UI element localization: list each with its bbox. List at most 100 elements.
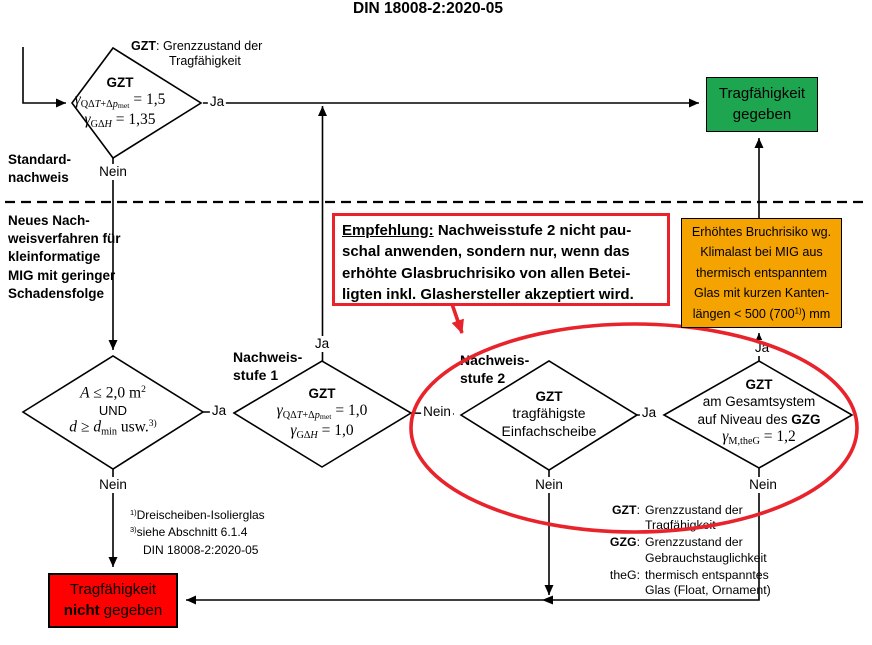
token: Empfehlung: bbox=[342, 222, 434, 239]
token: Tragfähigkeit bbox=[169, 54, 241, 68]
token: A bbox=[80, 384, 90, 402]
token: γ bbox=[290, 422, 297, 440]
token: met bbox=[117, 101, 130, 111]
standard-nachweis-label: Standard- nachweis bbox=[8, 152, 72, 186]
token: 3) bbox=[130, 525, 137, 535]
token: Nachweisstufe 2 nicht pau- bbox=[433, 222, 632, 239]
token: d bbox=[69, 418, 78, 436]
connector-entry bbox=[22, 47, 66, 108]
token: Dreischeiben-Isolierglas bbox=[136, 508, 265, 522]
result-box-tragfaehigkeit-gegeben: Tragfähigkeit gegeben bbox=[706, 77, 818, 132]
label-ja-1: Ja bbox=[207, 94, 227, 110]
token: 1) bbox=[794, 306, 802, 316]
token: GZT bbox=[308, 386, 336, 401]
token: GZT bbox=[535, 389, 563, 404]
label-nein-nw2: Nein bbox=[533, 477, 565, 493]
token: γ bbox=[84, 111, 91, 129]
label-ja-2: Ja bbox=[209, 403, 229, 419]
gzt-legend-top: GZT: Grenzzustand der Tragfähigkeit bbox=[131, 39, 262, 69]
token: UND bbox=[98, 402, 128, 418]
label-nein-1: Nein bbox=[97, 164, 129, 180]
page-title: DIN 18008-2:2020-05 bbox=[353, 0, 503, 17]
token: p bbox=[314, 410, 320, 422]
label-nein-a: Nein bbox=[97, 477, 129, 493]
token: GZT bbox=[106, 75, 134, 90]
token: = 1,2 bbox=[759, 428, 796, 446]
token: GZT bbox=[131, 39, 156, 53]
und-label: UND bbox=[23, 403, 203, 419]
nachweisstufe-2-label: Nachweis- stufe 2 bbox=[460, 352, 530, 387]
token: nicht bbox=[63, 602, 100, 619]
token: ) mm bbox=[801, 306, 831, 321]
token: : Grenzzustand der bbox=[156, 39, 263, 53]
token: p bbox=[112, 99, 118, 111]
token: T bbox=[94, 99, 101, 111]
token: min bbox=[101, 426, 117, 438]
token: DIN 18008-2:2020-05 bbox=[143, 542, 259, 557]
footnote-3-line2: DIN 18008-2:2020-05 bbox=[143, 542, 265, 559]
token: theG: bbox=[609, 567, 640, 582]
token: GZT bbox=[745, 377, 773, 392]
diamond-standard-gzt bbox=[71, 46, 203, 160]
token: gegeben bbox=[99, 602, 163, 619]
token: H bbox=[310, 430, 318, 442]
token: Tragfähigkeit bbox=[69, 581, 157, 598]
token: d bbox=[93, 418, 102, 436]
token: γ bbox=[276, 402, 283, 420]
label-ja-4: Ja bbox=[752, 340, 772, 356]
token: QΔ bbox=[80, 99, 95, 111]
formula-thickness: d ≥ dmin usw.3) bbox=[23, 418, 203, 438]
token: längen < 500 (700 bbox=[692, 306, 795, 321]
token: am Gesamtsystem bbox=[702, 394, 816, 410]
label-nein-dr: Nein bbox=[747, 477, 779, 493]
result-box-tragfaehigkeit-nicht-gegeben: Tragfähigkeit nicht gegeben bbox=[48, 573, 178, 628]
label-ja-nw1-up: Ja bbox=[312, 336, 332, 352]
token: siehe Abschnitt 6.1.4 bbox=[136, 525, 248, 540]
token: 3) bbox=[148, 418, 157, 430]
formula-gamma-q-10: γQΔT+Δpmet = 1,0 bbox=[227, 402, 417, 422]
token: ≥ bbox=[77, 418, 94, 436]
token: : bbox=[636, 535, 640, 550]
diamond-gesamtsystem-content: GZT am Gesamtsystem auf Niveau des GZG γ… bbox=[659, 377, 859, 448]
token: erhöhte Glasbruchrisiko von allen Betei- bbox=[342, 264, 631, 282]
legend-entry-gzt: GZT: Grenzzustand der Tragfähigkeit bbox=[611, 503, 743, 533]
token: M,theG bbox=[728, 436, 760, 448]
token: tragfähigste bbox=[512, 405, 586, 422]
token: GZT bbox=[611, 503, 637, 517]
mid-left-arrowhead bbox=[542, 595, 553, 605]
token: auf Niveau des bbox=[697, 411, 792, 427]
token: 2 bbox=[141, 384, 146, 395]
formula-gamma-mtheg: γM,theG = 1,2 bbox=[659, 428, 859, 448]
token: = 1,0 bbox=[331, 402, 368, 420]
legend-entry-gzg: GZG: Grenzzustand der Gebrauchstauglichk… bbox=[609, 535, 767, 565]
token: GΔ bbox=[296, 430, 311, 442]
diamond-nachweisstufe-2-content: GZT tragfähigste Einfachscheibe bbox=[469, 389, 629, 440]
gzt-legend-top-line2: Tragfähigkeit bbox=[169, 54, 262, 69]
token: γ bbox=[74, 91, 81, 109]
token: +Δ bbox=[302, 410, 315, 422]
token: H bbox=[104, 119, 112, 131]
label-nein-2: Nein bbox=[421, 404, 453, 420]
formula-gamma-g: γGΔH = 1,35 bbox=[25, 111, 215, 131]
nachweisstufe-1-label: Nachweis- stufe 1 bbox=[233, 349, 303, 384]
formula-gamma-g-10: γGΔH = 1,0 bbox=[227, 422, 417, 442]
token: = 1,0 bbox=[317, 422, 354, 440]
token: +Δ bbox=[100, 99, 113, 111]
token: GΔ bbox=[90, 119, 105, 131]
diamond-area-condition bbox=[21, 355, 205, 470]
token: GZG bbox=[791, 411, 821, 427]
info-box-bruchrisiko: Erhöhtes Bruchrisiko wg. Klimalast bei M… bbox=[681, 218, 842, 328]
token: = 1,5 bbox=[129, 91, 166, 109]
formula-area: A ≤ 2,0 m2 bbox=[23, 384, 203, 403]
token: T bbox=[296, 410, 303, 422]
token: QΔ bbox=[282, 410, 297, 422]
diamond-nachweisstufe-1-content: GZT γQΔT+Δpmet = 1,0 γGΔH = 1,0 bbox=[227, 386, 417, 442]
neues-nachweisverfahren-label: Neues Nach- weisverfahren für kleinforma… bbox=[8, 213, 121, 301]
diamond-standard-gzt-content: GZT γQΔT+Δpmet = 1,5 γGΔH = 1,35 bbox=[25, 75, 215, 131]
token: ≤ 2,0 m bbox=[89, 384, 142, 402]
legend-entry-theg: theG: thermisch entspanntes Glas (Float,… bbox=[609, 567, 771, 598]
token: met bbox=[319, 412, 332, 422]
abbreviation-legend: GZT: Grenzzustand der Tragfähigkeit GZG:… bbox=[594, 503, 771, 600]
token: schal anwenden, sondern nur, wenn das bbox=[342, 243, 630, 261]
